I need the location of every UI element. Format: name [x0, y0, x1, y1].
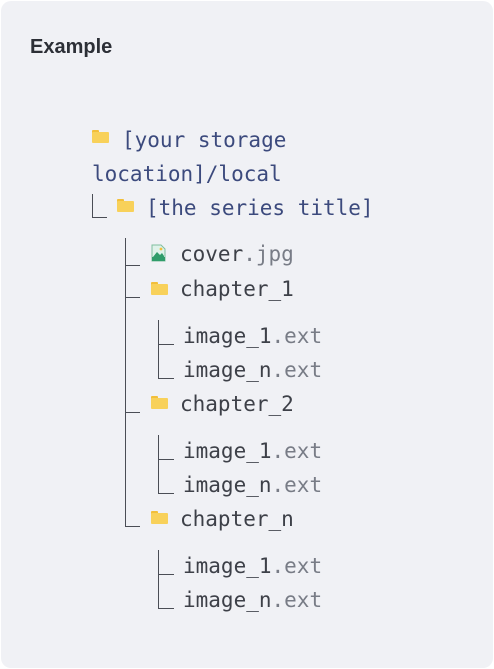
image-file-name: image_n — [183, 358, 272, 382]
tree-connector — [158, 459, 174, 460]
folder-icon — [117, 199, 134, 212]
tree-connector — [92, 217, 107, 218]
cover-file-extension: .jpg — [243, 242, 294, 266]
cover-file: cover.jpg — [180, 242, 294, 266]
example-heading: Example — [30, 36, 113, 58]
image-file-name: image_n — [183, 473, 272, 497]
image-file: image_n.ext — [183, 358, 322, 382]
root-path-line-1: [your storage — [122, 128, 287, 152]
tree-connector — [125, 238, 126, 527]
tree-connector — [158, 320, 159, 379]
tree-connector — [125, 297, 140, 298]
image-file: image_n.ext — [183, 473, 322, 497]
folder-icon — [151, 282, 168, 295]
tree-connector — [125, 412, 140, 413]
tree-connector — [125, 526, 140, 527]
chapter-folder: chapter_1 — [180, 277, 294, 301]
tree-connector — [125, 265, 140, 266]
tree-connector — [158, 344, 174, 345]
image-file: image_1.ext — [183, 554, 322, 578]
chapter-folder: chapter_2 — [180, 392, 294, 416]
chapter-folder: chapter_n — [180, 507, 294, 531]
tree-connector — [158, 493, 174, 494]
folder-icon — [92, 130, 109, 143]
image-file: image_n.ext — [183, 588, 322, 612]
image-file: image_1.ext — [183, 439, 322, 463]
image-file-name: image_n — [183, 588, 272, 612]
series-title-folder: [the series title] — [146, 196, 374, 220]
image-file-name: image_1 — [183, 439, 272, 463]
image-file-name: image_1 — [183, 324, 272, 348]
tree-connector — [158, 550, 159, 609]
image-file-extension: .ext — [271, 588, 323, 612]
tree-connector — [158, 435, 159, 494]
image-file-name: image_1 — [183, 554, 272, 578]
image-file-extension: .ext — [271, 358, 323, 382]
image-file-extension: .ext — [271, 554, 323, 578]
image-file-icon — [151, 244, 166, 262]
cover-file-name: cover — [180, 242, 244, 266]
folder-icon — [151, 511, 168, 524]
tree-connector — [158, 608, 174, 609]
image-file-extension: .ext — [271, 473, 323, 497]
image-file-extension: .ext — [271, 439, 323, 463]
root-path-line-2: location]/local — [92, 162, 282, 186]
tree-connector — [158, 378, 174, 379]
tree-connector — [92, 194, 93, 218]
image-file-extension: .ext — [271, 324, 323, 348]
tree-connector — [158, 574, 174, 575]
image-file: image_1.ext — [183, 324, 322, 348]
folder-icon — [151, 396, 168, 409]
